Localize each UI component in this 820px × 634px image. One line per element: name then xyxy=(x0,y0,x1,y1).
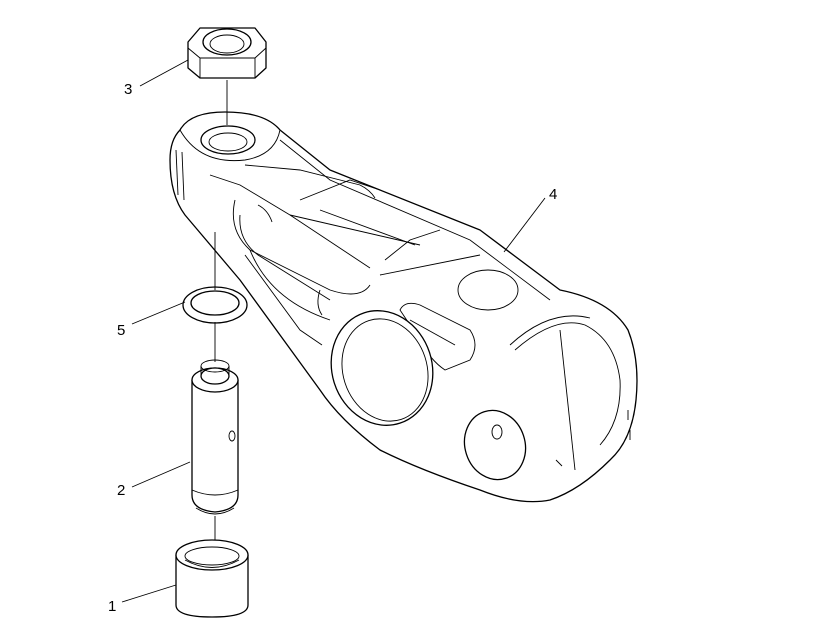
pin-part xyxy=(191,359,239,515)
callout-3: 3 xyxy=(124,81,132,98)
callout-2: 2 xyxy=(117,482,125,499)
leader-line-3 xyxy=(139,59,189,87)
callout-5: 5 xyxy=(117,322,125,339)
leader-line-5 xyxy=(131,301,186,325)
rocker-arm-part xyxy=(169,111,638,503)
callout-4: 4 xyxy=(549,186,557,203)
callout-1: 1 xyxy=(108,598,116,615)
nut-part xyxy=(187,27,267,79)
leader-line-4 xyxy=(503,197,546,253)
bushing-part xyxy=(175,539,249,618)
washer-part xyxy=(182,286,248,324)
leader-line-1 xyxy=(121,584,177,603)
leader-line-2 xyxy=(131,461,191,488)
